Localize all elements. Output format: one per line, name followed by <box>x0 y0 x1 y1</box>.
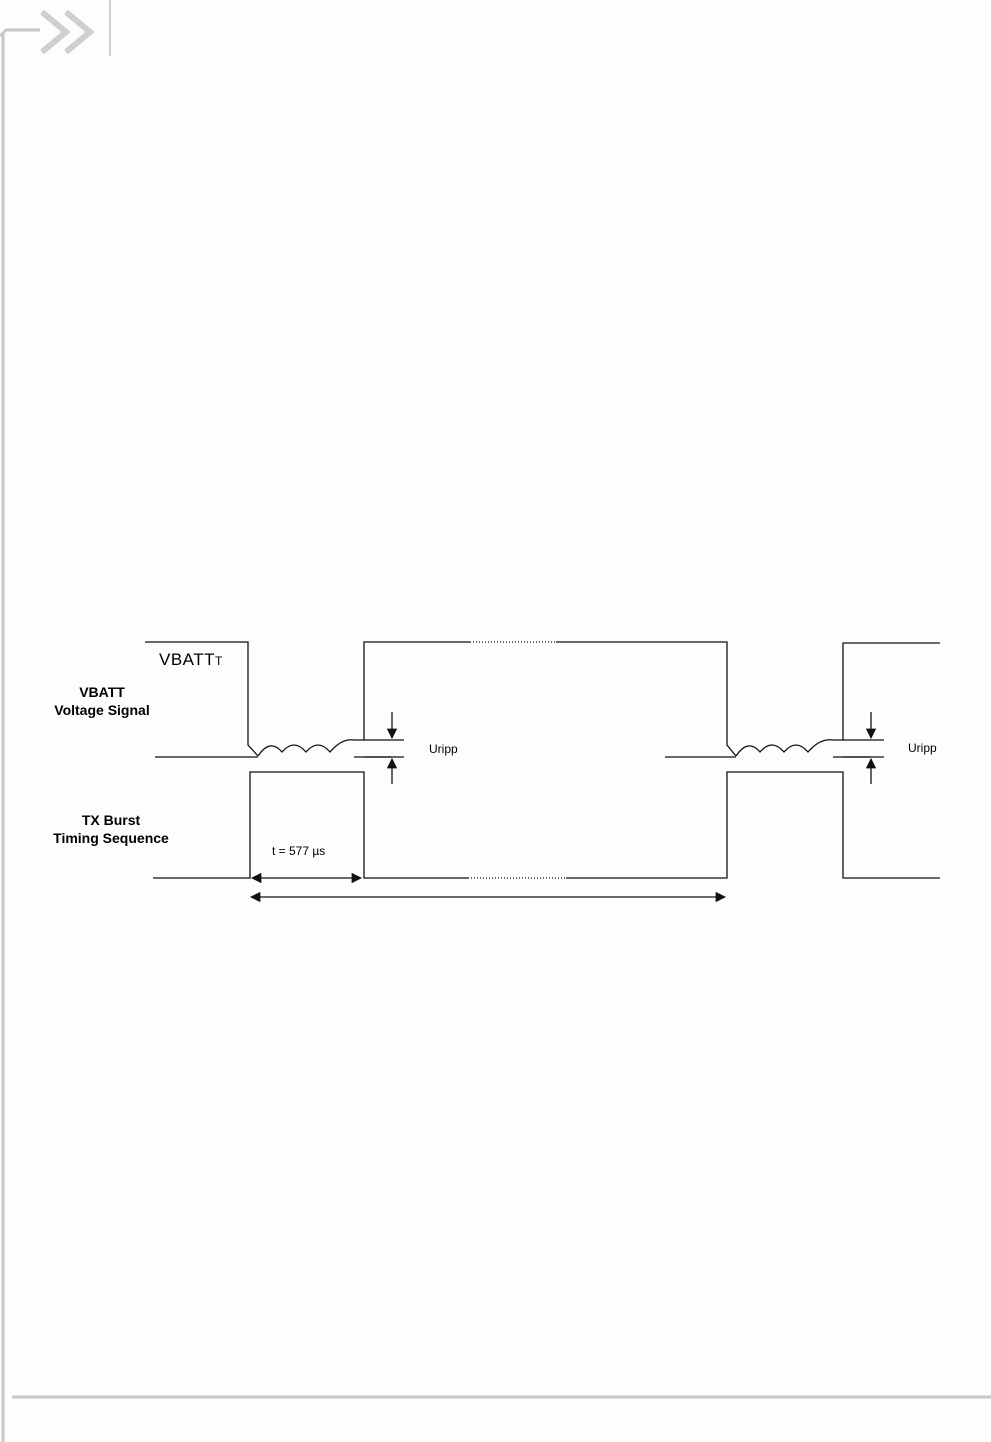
vbatt-waveform-mid <box>556 642 736 756</box>
tx-waveform-right <box>566 772 940 878</box>
ripple-label-1: Uripp <box>429 742 458 756</box>
tx-burst-label: TX Burst Timing Sequence <box>31 811 191 847</box>
vbatt-ripple-left <box>258 740 354 756</box>
tx-label-line2: Timing Sequence <box>31 829 191 847</box>
vbatt-level-label: VBATTT <box>159 650 223 670</box>
vbatt-level-main: VBATT <box>159 650 215 669</box>
vbatt-signal-label-line2: Voltage Signal <box>22 701 182 719</box>
tx-waveform-left <box>153 772 468 878</box>
ripple-label-2: Uripp <box>908 741 937 755</box>
vbatt-ripple-right <box>736 740 833 756</box>
tx-label-line1: TX Burst <box>31 811 191 829</box>
vbatt-recovery-left <box>354 642 470 740</box>
vbatt-signal-label-line1: VBATT <box>22 683 182 701</box>
vbatt-level-subscript: T <box>215 654 223 668</box>
burst-duration-label: t = 577 µs <box>272 844 325 858</box>
vbatt-recovery-right <box>833 643 940 740</box>
vbatt-signal-label: VBATT Voltage Signal <box>22 683 182 719</box>
